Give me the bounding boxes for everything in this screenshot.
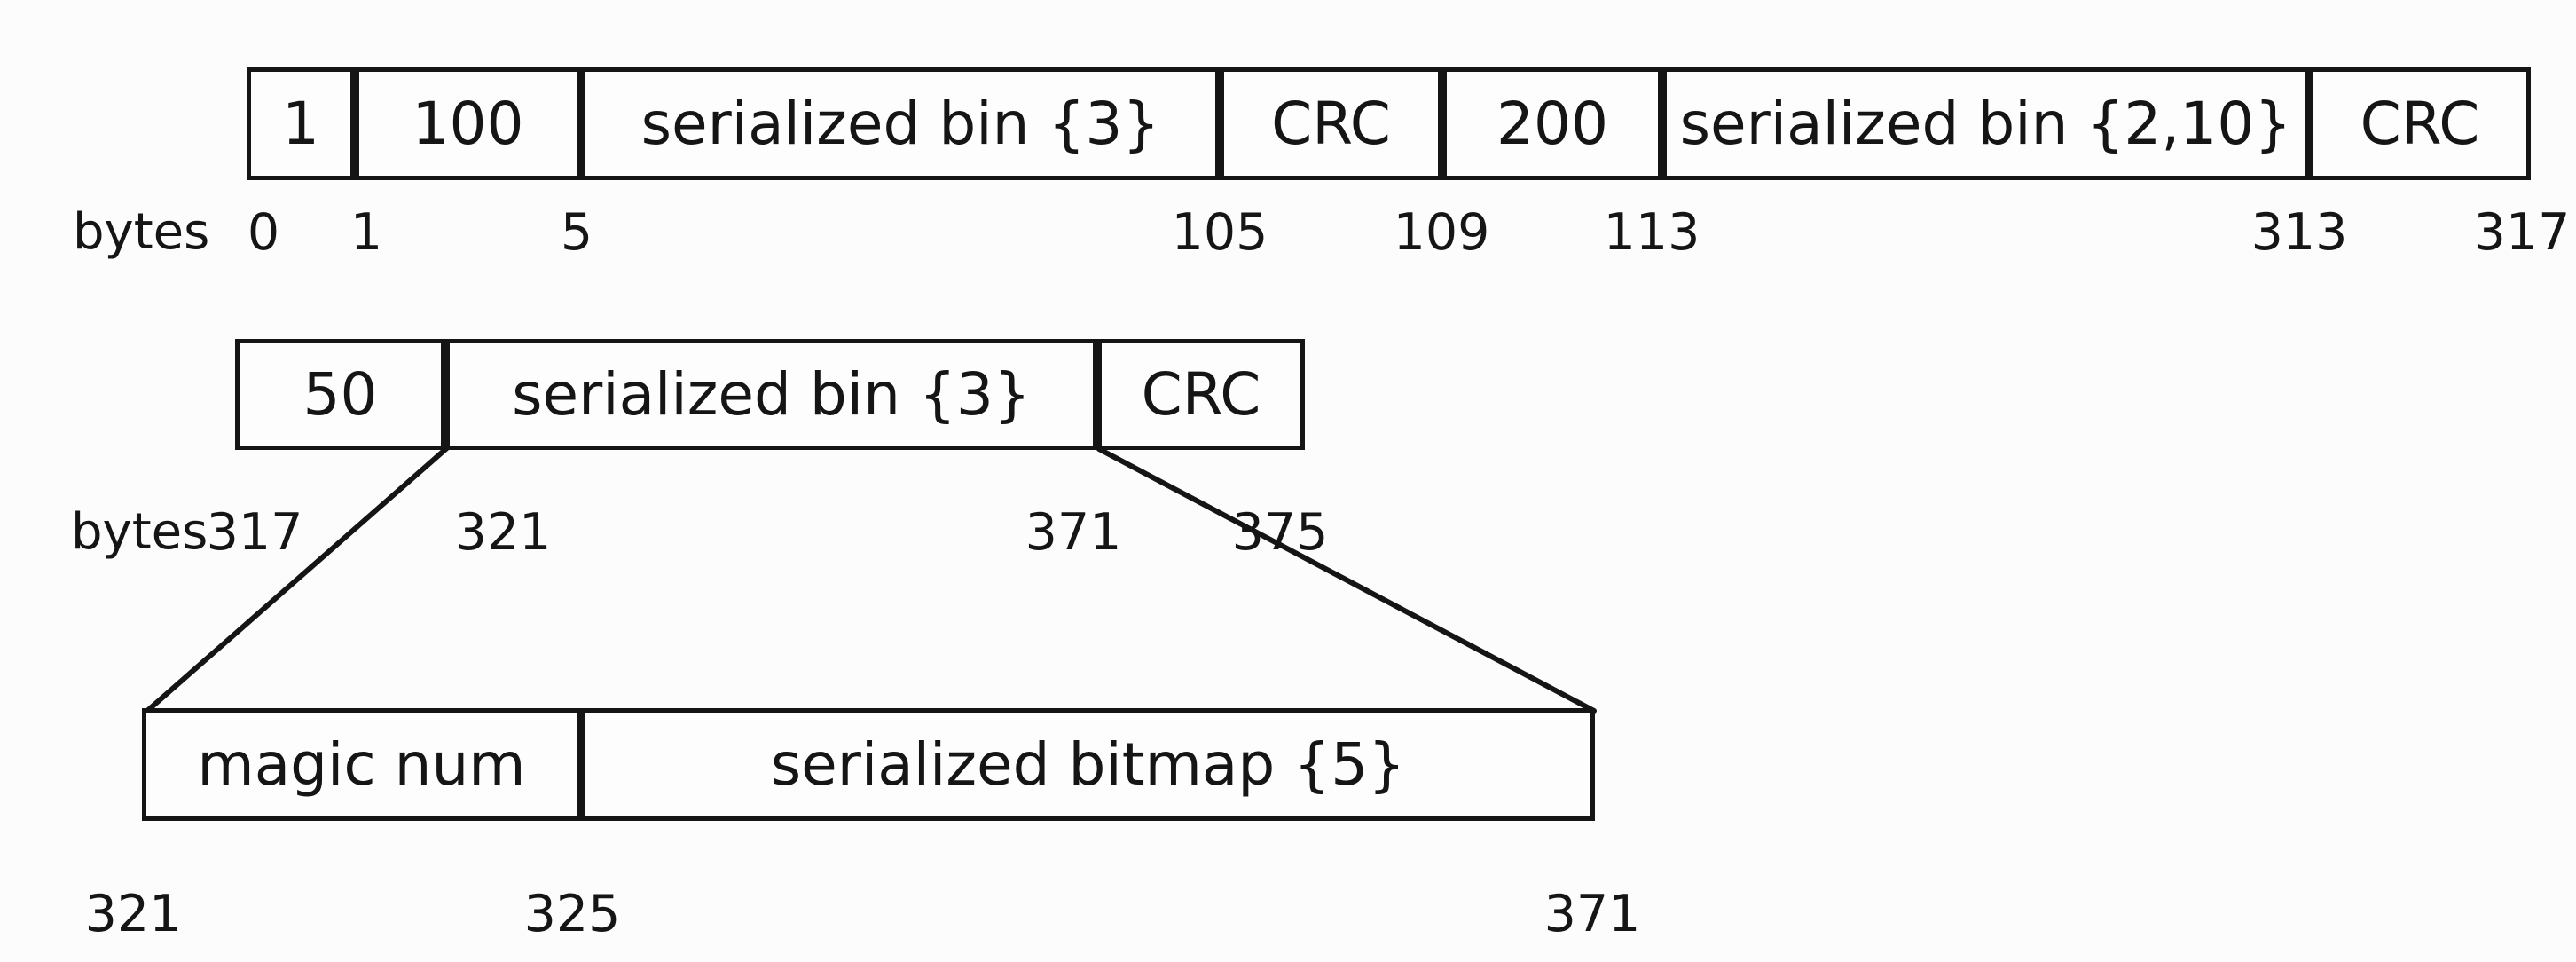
cell-length-50: 50 bbox=[235, 339, 445, 450]
bytes-unit-label-row1: bytes bbox=[73, 203, 210, 261]
cell-serialized-bin-3: serialized bin {3} bbox=[581, 67, 1220, 180]
byte-offset-321-row3: 321 bbox=[84, 885, 182, 943]
byte-offset-317-row2: 317 bbox=[206, 503, 303, 562]
byte-offset-109: 109 bbox=[1393, 203, 1490, 262]
expanded-bin-layout-row: magic num serialized bitmap {5} bbox=[142, 708, 1595, 821]
bytes-unit-label-row2: bytes bbox=[71, 503, 208, 561]
zoom-connector-right-line bbox=[1096, 446, 1597, 714]
byte-offset-325-row3: 325 bbox=[523, 885, 621, 943]
cell-crc-2: CRC bbox=[2309, 67, 2531, 180]
cell-count-1: 1 bbox=[247, 67, 355, 180]
byte-offset-371-row2: 371 bbox=[1025, 503, 1122, 562]
zoom-connector-left-line bbox=[145, 444, 452, 714]
byte-offset-317: 317 bbox=[2473, 203, 2571, 262]
byte-offset-105: 105 bbox=[1171, 203, 1268, 262]
segment-layout-row: 1 100 serialized bin {3} CRC 200 seriali… bbox=[247, 67, 2531, 180]
byte-offset-1: 1 bbox=[349, 203, 383, 262]
byte-offset-113: 113 bbox=[1603, 203, 1700, 262]
byte-offset-5: 5 bbox=[560, 203, 593, 262]
byte-offset-321-row2: 321 bbox=[454, 503, 552, 562]
cell-magic-num: magic num bbox=[142, 708, 581, 821]
byte-offset-313: 313 bbox=[2250, 203, 2348, 262]
cell-length-200: 200 bbox=[1442, 67, 1662, 180]
cell-crc-record: CRC bbox=[1097, 339, 1305, 450]
cell-length-100: 100 bbox=[355, 67, 581, 180]
byte-offset-0: 0 bbox=[247, 203, 280, 262]
byte-offset-375-row2: 375 bbox=[1231, 503, 1329, 562]
cell-serialized-bin-3-record: serialized bin {3} bbox=[445, 339, 1097, 450]
byte-offset-371-row3: 371 bbox=[1543, 885, 1641, 943]
cell-serialized-bin-2-10: serialized bin {2,10} bbox=[1662, 67, 2309, 180]
cell-serialized-bitmap-5: serialized bitmap {5} bbox=[581, 708, 1595, 821]
record-layout-row: 50 serialized bin {3} CRC bbox=[235, 339, 1305, 450]
cell-crc-1: CRC bbox=[1220, 67, 1442, 180]
